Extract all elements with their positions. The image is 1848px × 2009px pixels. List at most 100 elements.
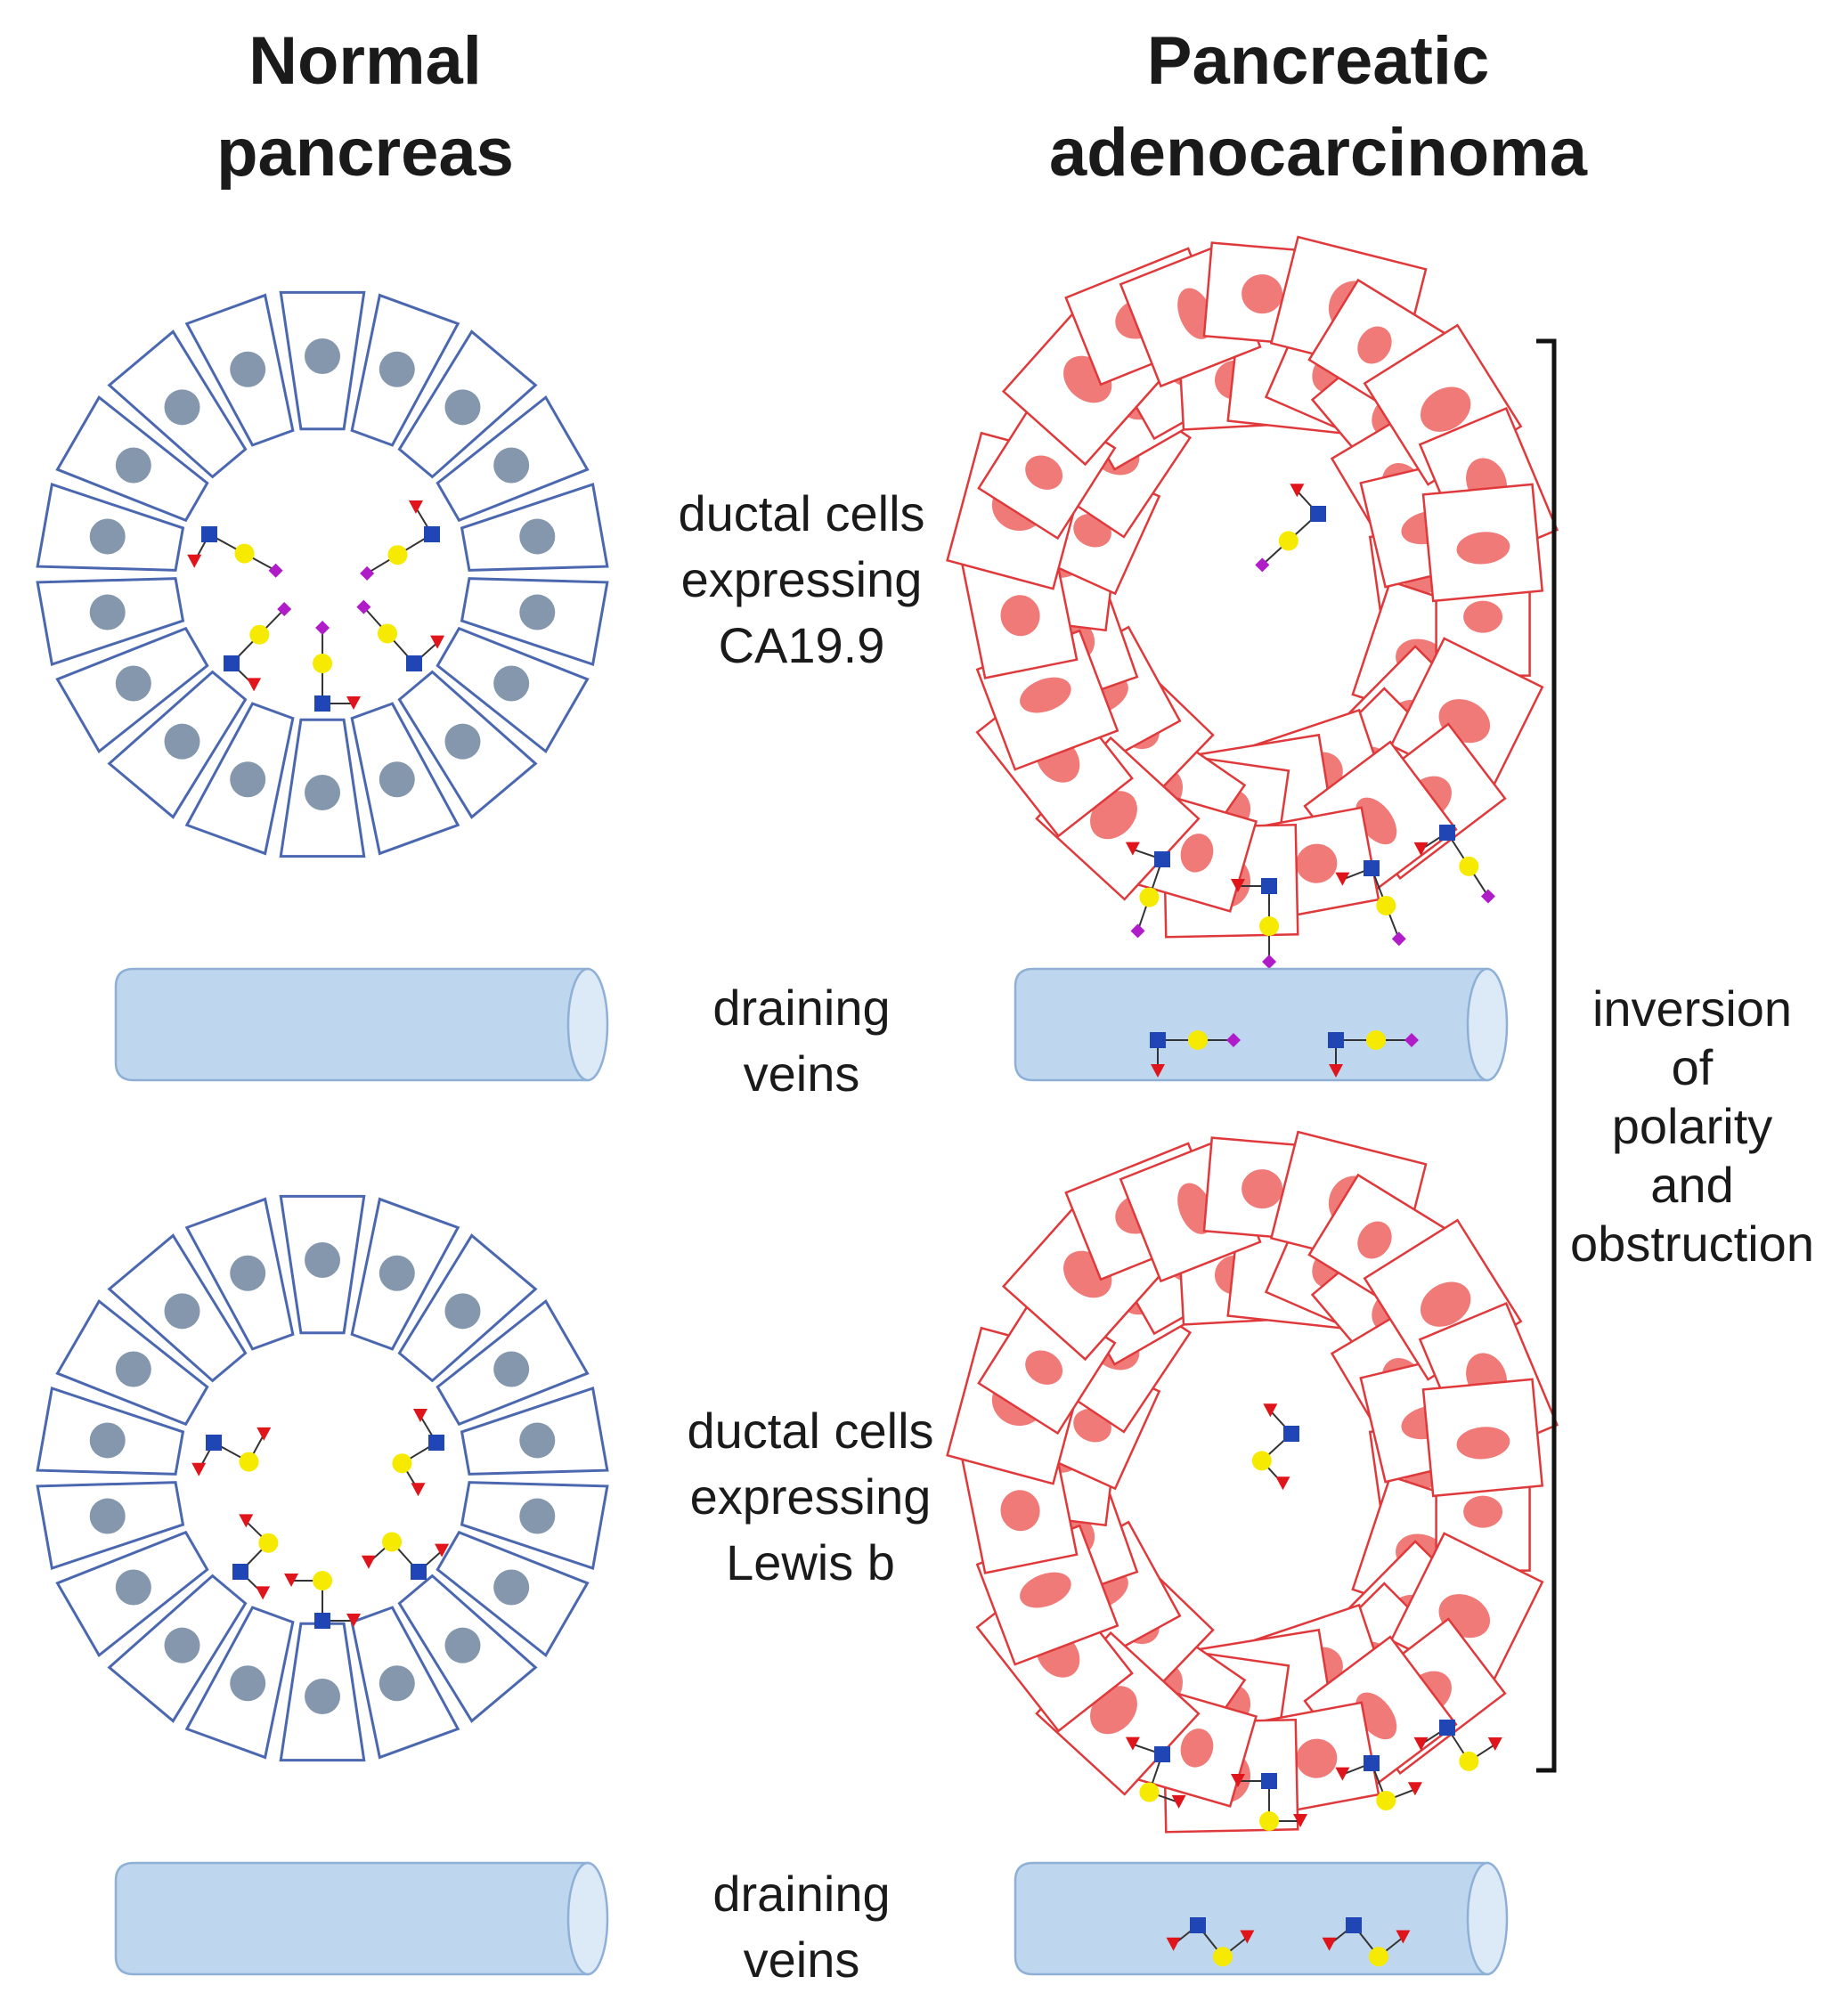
fucose-triangle: [435, 1543, 450, 1558]
tumor-nucleus: [1456, 1427, 1510, 1460]
normal-nucleus: [519, 518, 556, 555]
tumor-duct-lewisb: [946, 1130, 1559, 1834]
vein: [114, 967, 609, 1082]
normal-nucleus: [444, 1293, 481, 1330]
normal-nucleus: [519, 1422, 556, 1459]
fucose-triangle: [1329, 1064, 1343, 1078]
galactose-circle: [1459, 1751, 1479, 1771]
galactose-circle: [1459, 856, 1479, 876]
fucose-triangle: [408, 500, 423, 515]
sialic-acid-diamond: [356, 599, 371, 614]
vein-label-top-line-2: veins: [743, 1045, 860, 1102]
normal-nucleus: [115, 665, 151, 702]
fucose-triangle: [239, 1514, 254, 1528]
galactose-circle: [1376, 895, 1396, 915]
normal-nucleus: [89, 594, 126, 630]
galactose-circle: [1251, 1451, 1272, 1471]
galactose-circle: [382, 1532, 403, 1552]
glcnac-square: [314, 695, 330, 712]
tumor-nucleus: [1420, 386, 1471, 432]
lewisb-label-line-1: ductal cells: [687, 1403, 934, 1459]
fucose-triangle: [1171, 1794, 1186, 1809]
tumor-nucleus: [1180, 1728, 1214, 1768]
sialic-acid-diamond: [315, 621, 330, 635]
fucose-triangle: [1125, 842, 1140, 856]
glcnac-square: [1364, 1755, 1380, 1771]
bracket-label-line-3: polarity: [1611, 1098, 1773, 1155]
galactose-circle: [1259, 916, 1280, 936]
vein-opening: [1466, 1861, 1509, 1976]
sialic-acid-diamond: [1130, 923, 1145, 939]
galactose-circle: [1376, 1790, 1396, 1810]
galactose-circle: [313, 1571, 333, 1590]
bracket-label-line-5: obstruction: [1570, 1216, 1814, 1273]
glcnac-square: [1328, 1032, 1344, 1048]
glcnac-square: [1154, 851, 1170, 867]
galactose-circle: [387, 545, 408, 565]
normal-nucleus: [444, 723, 481, 760]
galactose-circle: [1366, 1030, 1386, 1050]
tumor-duct-ca199: [946, 235, 1559, 969]
normal-nucleus: [305, 1242, 340, 1278]
fucose-triangle: [1240, 1930, 1255, 1944]
galactose-circle: [234, 543, 255, 564]
glcnac-square: [224, 655, 240, 671]
fucose-triangle: [256, 1427, 272, 1441]
normal-nucleus: [493, 1569, 530, 1606]
glcnac-square: [411, 1564, 427, 1580]
vein-body: [1014, 967, 1489, 1082]
ca199-label-line-3: CA19.9: [718, 616, 885, 673]
galactose-circle: [1368, 1947, 1388, 1967]
vein: [1014, 967, 1509, 1082]
vein-opening: [566, 967, 609, 1082]
ca199-label-line-2: expressing: [680, 550, 923, 607]
normal-nucleus: [444, 389, 481, 426]
lewisb-label-line-3: Lewis b: [726, 1533, 895, 1590]
fucose-triangle: [412, 1409, 427, 1423]
galactose-circle: [249, 624, 270, 645]
fucose-triangle: [1407, 1782, 1422, 1796]
normal-nucleus: [305, 338, 340, 374]
glcnac-square: [1154, 1746, 1170, 1762]
glcnac-square: [1364, 860, 1380, 876]
glcnac-square: [201, 526, 217, 542]
normal-title-line-1: Normal: [248, 23, 482, 99]
galactose-circle: [1259, 1811, 1280, 1831]
tumor-nucleus: [1020, 1572, 1071, 1608]
fucose-triangle: [1275, 1476, 1290, 1491]
glcnac-square: [1346, 1917, 1362, 1933]
fucose-triangle: [1231, 879, 1245, 893]
fucose-triangle: [1290, 484, 1305, 498]
fucose-triangle: [1263, 1403, 1278, 1418]
tumor-nucleus: [1025, 455, 1063, 490]
draining-veins: [114, 967, 1509, 1976]
bracket-line: [1536, 338, 1557, 1773]
sialic-acid-diamond: [277, 602, 292, 617]
fucose-triangle: [1335, 1767, 1350, 1781]
normal-nucleus: [115, 1569, 151, 1606]
normal-nucleus: [379, 351, 415, 387]
fucose-triangle: [1125, 1737, 1140, 1751]
vein-body: [114, 967, 590, 1082]
fucose-triangle: [361, 1555, 376, 1569]
pancreatic-adenocarcinoma-title: Pancreatic adenocarcinoma: [989, 16, 1648, 199]
galactose-circle: [378, 623, 398, 644]
fucose-triangle: [187, 554, 202, 568]
normal-nucleus: [305, 775, 340, 810]
sialic-acid-diamond: [1404, 1033, 1419, 1047]
galactose-circle: [313, 654, 333, 673]
normal-nucleus: [89, 1422, 126, 1459]
vein: [1014, 1861, 1509, 1976]
vein-body: [114, 1861, 590, 1976]
lewisb-label-line-2: expressing: [689, 1468, 932, 1525]
fucose-triangle: [346, 1614, 361, 1628]
normal-nucleus: [230, 761, 266, 798]
tumor-cell: [1421, 1378, 1544, 1498]
glcnac-square: [1439, 1720, 1455, 1736]
bracket-label: inversion of polarity and obstruction: [1550, 980, 1835, 1273]
galactose-circle: [1139, 1782, 1160, 1802]
bracket-label-line-4: and: [1650, 1157, 1734, 1214]
lewisb-row-label: ductal cells expressing Lewis b: [632, 1398, 989, 1596]
bracket-label-line-2: of: [1671, 1039, 1714, 1096]
normal-nucleus: [379, 761, 415, 798]
